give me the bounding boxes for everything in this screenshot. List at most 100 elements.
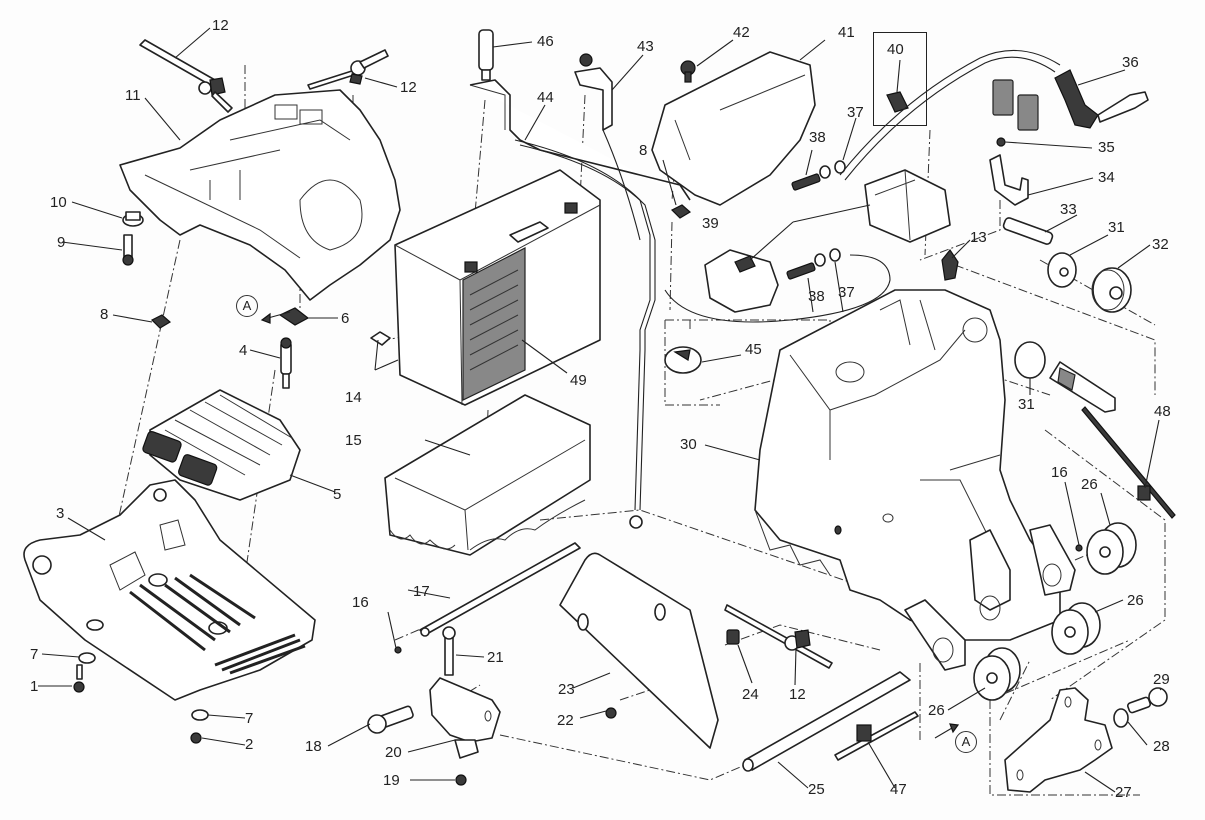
callout-27: 27	[1115, 784, 1132, 801]
part-30-rear-frame	[754, 289, 1061, 641]
callout-5: 5	[333, 486, 342, 503]
part-38-screw-b	[786, 262, 816, 280]
callout-37: 37	[838, 284, 855, 301]
part-7-washer-b	[191, 709, 209, 721]
part-21-bolt	[442, 626, 456, 676]
callout-20: 20	[385, 744, 402, 761]
callout-22: 22	[557, 712, 574, 729]
relay-wire-loop	[664, 254, 891, 323]
part-25-rod	[742, 671, 911, 772]
callout-17: 17	[413, 583, 430, 600]
part-19-nut	[455, 774, 467, 786]
callout-10: 10	[50, 194, 67, 211]
callout-24: 24	[742, 686, 759, 703]
part-26-roller-a	[1086, 522, 1137, 575]
callout-12: 12	[789, 686, 806, 703]
callout-1: 1	[30, 678, 39, 695]
part-44-battery-cable	[469, 79, 691, 529]
callout-26: 26	[928, 702, 945, 719]
part-9-screw	[122, 234, 134, 266]
callout-6: 6	[341, 310, 350, 327]
part-24-nut	[726, 629, 740, 645]
callout-4: 4	[239, 342, 248, 359]
callout-21: 21	[487, 649, 504, 666]
part-38-screw-a	[791, 173, 821, 191]
callout-8: 8	[100, 306, 109, 323]
part-31-washer-b	[1014, 341, 1046, 379]
view-arrow-a-1	[267, 311, 291, 319]
callout-16: 16	[1051, 464, 1068, 481]
part-43-terminal-clamp	[574, 53, 641, 241]
part-46-terminal-post	[478, 29, 494, 81]
callout-31: 31	[1018, 396, 1035, 413]
part-20-bracket	[429, 677, 501, 759]
pivot-pin	[1049, 361, 1116, 413]
view-marker-a: A	[955, 731, 977, 753]
part-17-rod	[419, 542, 581, 637]
callout-25: 25	[808, 781, 825, 798]
part-3-guard-plate	[23, 479, 316, 701]
callout-38: 38	[809, 129, 826, 146]
part-22-screw	[605, 707, 617, 719]
callout-47: 47	[890, 781, 907, 798]
part-10-grommet	[122, 211, 144, 227]
callout-30: 30	[680, 436, 697, 453]
part-39-starter-relay	[704, 169, 951, 313]
callout-8: 8	[639, 142, 648, 159]
callout-42: 42	[733, 24, 750, 41]
part-27-plate	[1004, 687, 1113, 793]
callout-12: 12	[212, 17, 229, 34]
part-1-screw	[73, 664, 85, 693]
part-18-bolt	[367, 705, 414, 734]
callout-35: 35	[1098, 139, 1115, 156]
part-11-bracket	[119, 89, 401, 301]
part-34-fuse-holder	[989, 154, 1029, 206]
callout-23: 23	[558, 681, 575, 698]
view-arrow-a-2	[934, 727, 953, 739]
part-26-roller-b	[1051, 602, 1101, 655]
part-40-fuse	[886, 91, 909, 113]
part-16-circlip-a	[1075, 544, 1083, 552]
callout-39: 39	[702, 215, 719, 232]
part-42-screw	[680, 60, 696, 83]
frame-lugs	[904, 524, 1076, 671]
part-32-bushing	[1091, 267, 1132, 313]
part-29-bolt	[1126, 687, 1168, 714]
callout-45: 45	[745, 341, 762, 358]
callout-33: 33	[1060, 201, 1077, 218]
part-14-spacer	[370, 331, 391, 346]
battery	[394, 169, 601, 406]
callout-29: 29	[1153, 671, 1170, 688]
callout-18: 18	[305, 738, 322, 755]
part-8-nut-clip-b	[670, 204, 692, 219]
part-36-positive-cable	[839, 49, 1149, 181]
callout-26: 26	[1127, 592, 1144, 609]
callout-7: 7	[245, 710, 254, 727]
part-47-cable-tie	[834, 711, 919, 761]
callout-38: 38	[808, 288, 825, 305]
part-37-washer-a	[819, 160, 846, 179]
part-26-roller-c	[973, 647, 1021, 701]
part-28-washer	[1113, 708, 1129, 728]
part-12-cable-tie-c	[724, 604, 833, 669]
part-2-nut	[190, 732, 202, 744]
callout-13: 13	[970, 229, 987, 246]
part-16-circlip-b	[394, 646, 402, 654]
callout-28: 28	[1153, 738, 1170, 755]
part-13-clip	[941, 248, 959, 281]
view-arrow-head-2	[949, 723, 960, 734]
part-8-nut-clip-a	[150, 314, 172, 329]
part-33-bolt	[1002, 217, 1054, 245]
part-45-grommet	[664, 346, 702, 374]
part-41-fuse-box-cover	[651, 51, 816, 206]
part-7-washer-a	[78, 652, 96, 664]
part-15-battery-tray	[384, 394, 591, 556]
callout-15: 15	[345, 432, 362, 449]
callout-40: 40	[887, 41, 904, 58]
callout-34: 34	[1098, 169, 1115, 186]
callout-37: 37	[847, 104, 864, 121]
callout-43: 43	[637, 38, 654, 55]
callout-31: 31	[1108, 219, 1125, 236]
